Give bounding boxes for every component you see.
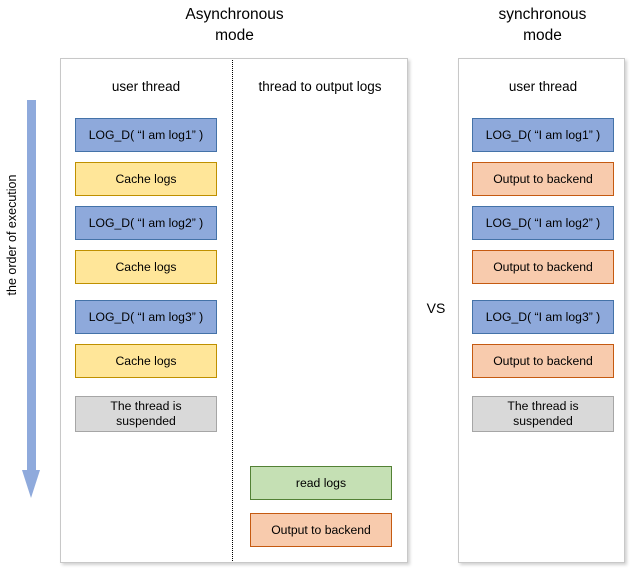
async-step-cache-logs-3: Cache logs — [75, 344, 217, 378]
async-mode-title: Asynchronous mode — [185, 6, 284, 44]
async-output-thread-header: thread to output logs — [258, 79, 382, 94]
sync-step-output-to-backend-3: Output to backend — [472, 344, 614, 378]
execution-order-label: the order of execution — [5, 174, 19, 296]
async-step-log2: LOG_D( “I am log2” ) — [75, 206, 217, 240]
vs-label: VS — [426, 300, 446, 316]
arrow-shaft — [27, 100, 36, 472]
sync-step-log3: LOG_D( “I am log3” ) — [472, 300, 614, 334]
sync-step-output-to-backend-1: Output to backend — [472, 162, 614, 196]
async-step-thread-suspended: The thread is suspended — [75, 396, 217, 432]
thread-divider-line — [232, 60, 233, 561]
sync-user-thread-header: user thread — [508, 79, 578, 94]
sync-step-log1: LOG_D( “I am log1” ) — [472, 118, 614, 152]
async-step-cache-logs-2: Cache logs — [75, 250, 217, 284]
sync-step-log2: LOG_D( “I am log2” ) — [472, 206, 614, 240]
async-step-cache-logs-1: Cache logs — [75, 162, 217, 196]
async-step-log1: LOG_D( “I am log1” ) — [75, 118, 217, 152]
sync-step-output-to-backend-2: Output to backend — [472, 250, 614, 284]
sync-step-thread-suspended: The thread is suspended — [472, 396, 614, 432]
async-user-thread-header: user thread — [111, 79, 181, 94]
sync-mode-title: synchronous mode — [498, 6, 587, 44]
async-step-read-logs: read logs — [250, 466, 392, 500]
arrow-head — [22, 470, 40, 498]
async-step-log3: LOG_D( “I am log3” ) — [75, 300, 217, 334]
execution-order-arrow-icon — [22, 100, 40, 500]
async-step-output-to-backend: Output to backend — [250, 513, 392, 547]
